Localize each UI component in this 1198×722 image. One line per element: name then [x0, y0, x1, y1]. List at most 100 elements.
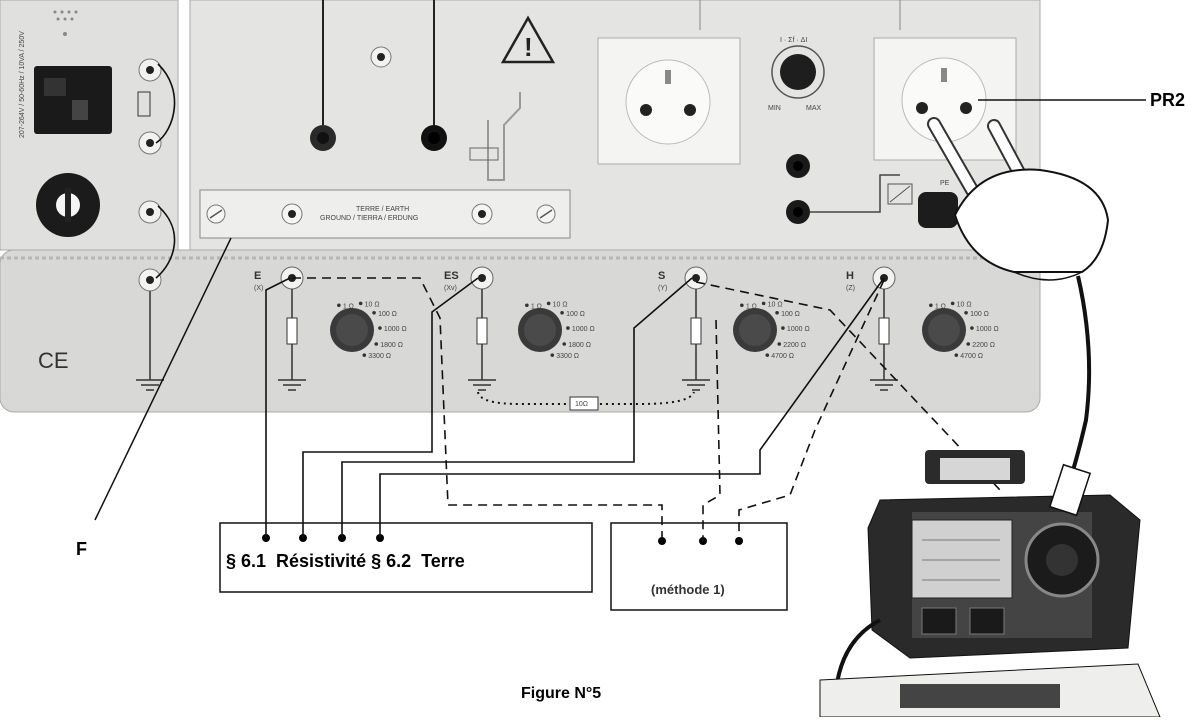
scale-label: 1000 Ω — [384, 326, 407, 333]
top-jacks — [310, 0, 447, 151]
rotary-knob-cap — [336, 314, 368, 346]
terminal-sub: (Y) — [658, 285, 667, 292]
scale-label: 1000 Ω — [976, 326, 999, 333]
scale-label: 100 Ω — [378, 311, 397, 318]
terminal-jack-hole — [692, 274, 700, 282]
pr2-label: PR2 — [1150, 90, 1185, 110]
box-left-label: § 6.1 Résistivité § 6.2 Terre — [226, 551, 465, 571]
plug — [927, 117, 1110, 481]
scale-label: 2200 Ω — [972, 342, 995, 349]
svg-text:MIN: MIN — [768, 105, 781, 112]
scale-label: 1000 Ω — [787, 326, 810, 333]
resistor — [476, 317, 488, 345]
terre-sub-label: GROUND / TIERRA / ERDUNG — [320, 215, 418, 222]
scale-tick — [954, 353, 959, 357]
wire-dash-e — [292, 277, 663, 541]
scale-tick — [966, 342, 971, 346]
resistor — [878, 317, 890, 345]
scale-label: 1 Ω — [343, 303, 354, 310]
ground-symbol-left — [136, 291, 164, 391]
scale-tick — [761, 301, 766, 306]
svg-text:207-264V / 50-60Hz / 10VA / 25: 207-264V / 50-60Hz / 10VA / 250V — [19, 31, 26, 138]
wire-dash-h — [738, 279, 885, 541]
scale-tick — [546, 301, 551, 306]
scale-label: 4700 Ω — [960, 353, 983, 360]
plug-lever — [469, 92, 521, 181]
scale-tick — [964, 310, 968, 315]
wire-dash-s — [702, 319, 721, 541]
wire-dash-tester — [695, 281, 1001, 491]
scale-tick — [765, 353, 770, 357]
middle-jacks: PE — [786, 154, 958, 228]
scale-label: 10 Ω — [957, 301, 972, 308]
bridge-resistor — [569, 396, 599, 411]
scale-tick — [781, 326, 785, 330]
wire-h — [379, 277, 885, 538]
socket-left — [597, 37, 741, 165]
svg-text:!: ! — [524, 32, 533, 62]
tester-device — [819, 450, 1161, 718]
scale-label: 10 Ω — [365, 301, 380, 308]
scale-tick — [566, 326, 570, 330]
scale-label: 10 Ω — [768, 301, 783, 308]
box-right — [610, 522, 788, 611]
terminal-sub: (Xv) — [444, 285, 457, 292]
terminal-jack-hole — [478, 274, 486, 282]
mode-knob: I · Σf · ΔI MIN MAX — [768, 37, 825, 112]
scale-tick — [560, 310, 564, 315]
scale-tick — [775, 310, 779, 315]
terre-earth-label: TERRE / EARTH — [356, 206, 409, 213]
left-jacks — [137, 58, 162, 292]
scale-label: 1800 Ω — [380, 342, 403, 349]
scale-tick — [950, 301, 955, 306]
scale-tick — [550, 353, 555, 357]
svg-text:10Ω: 10Ω — [575, 401, 588, 408]
terminal-sub: (X) — [254, 285, 263, 292]
terminal-sub: (Z) — [846, 285, 855, 292]
box-left — [219, 522, 593, 593]
wire-e — [265, 277, 291, 538]
terminal-letter: E — [254, 270, 261, 282]
rotary-knob-cap — [928, 314, 960, 346]
scale-tick — [378, 326, 382, 330]
scale-label: 4700 Ω — [771, 353, 794, 360]
svg-text:PE: PE — [940, 180, 950, 187]
f-label: F — [76, 539, 87, 559]
scale-tick — [929, 303, 933, 308]
scale-label: 10 Ω — [553, 301, 568, 308]
scale-tick — [562, 342, 567, 346]
speaker-grille — [53, 10, 78, 36]
scale-label: 100 Ω — [781, 311, 800, 318]
warning-triangle-icon: ! — [500, 15, 556, 64]
wire-s — [341, 277, 693, 538]
scale-label: 1000 Ω — [572, 326, 595, 333]
box-right-label: (méthode 1) — [651, 582, 725, 597]
key-switch — [36, 173, 100, 237]
scale-tick — [358, 301, 363, 306]
svg-text:I · Σf · ΔI: I · Σf · ΔI — [780, 37, 807, 44]
terminal-letter: ES — [444, 270, 459, 282]
terminal-letter: H — [846, 270, 854, 282]
scale-label: 1 Ω — [935, 303, 946, 310]
resistor — [690, 317, 702, 345]
scale-tick — [740, 303, 744, 308]
scale-label: 1 Ω — [746, 303, 757, 310]
scale-label: 100 Ω — [566, 311, 585, 318]
wire-es — [302, 277, 479, 538]
scale-label: 1 Ω — [531, 303, 542, 310]
scale-tick — [777, 342, 782, 346]
scale-tick — [362, 353, 367, 357]
scale-tick — [337, 303, 341, 308]
svg-text:MAX: MAX — [806, 105, 822, 112]
resistor — [286, 317, 298, 345]
scale-label: 100 Ω — [970, 311, 989, 318]
scale-tick — [525, 303, 529, 308]
figure-caption: Figure N°5 — [521, 685, 601, 702]
scale-tick — [372, 310, 376, 315]
